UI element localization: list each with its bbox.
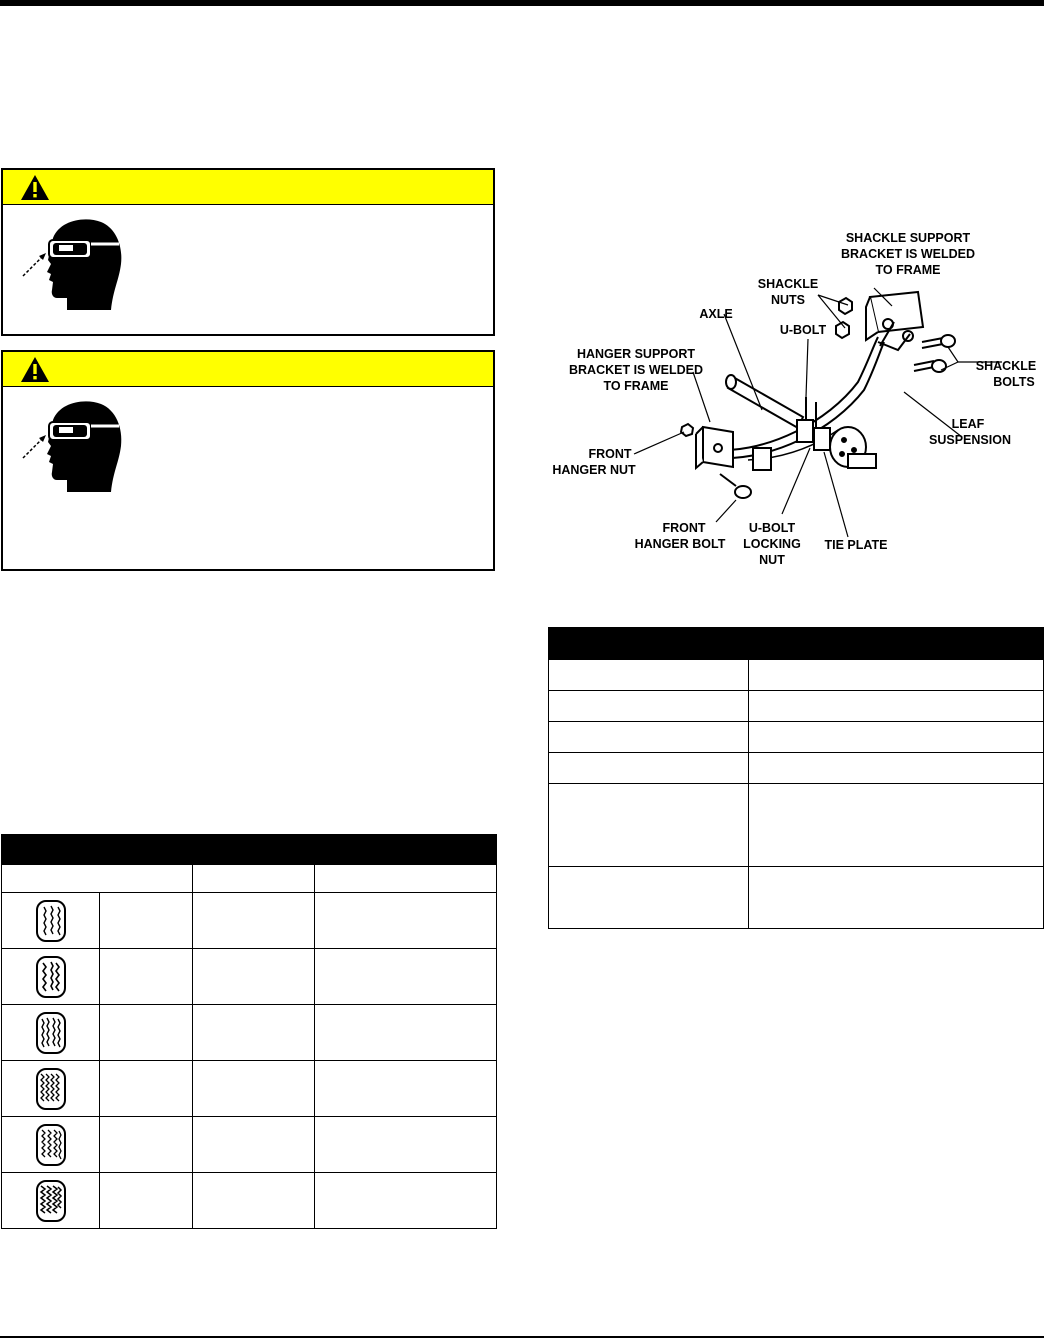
label-front-hanger-bolt-2: HANGER BOLT: [635, 537, 726, 551]
safety-goggles-icon: [22, 401, 122, 492]
warning-box-2: [1, 350, 495, 571]
torque-cell: [748, 690, 1044, 722]
torque-cell: [748, 783, 1044, 867]
torque-cell: [748, 752, 1044, 784]
label-front-hanger-nut-2: HANGER NUT: [552, 463, 636, 477]
label-leaf-suspension-2: SUSPENSION: [929, 433, 1011, 447]
tire-wear-cell: [1, 948, 100, 1005]
tire-wear-cell: [1, 1116, 100, 1173]
tread-wear-table: [1, 834, 497, 1229]
tread-cell: [192, 1172, 315, 1229]
tire-wear-cell: [1, 1060, 100, 1117]
tire-wear-icon: [35, 1123, 66, 1166]
label-shackle-nuts-1: SHACKLE: [758, 277, 818, 291]
warning-box-1: [1, 168, 495, 336]
torque-cell: [748, 659, 1044, 691]
tread-cell: [99, 1116, 193, 1173]
bottom-rule: [0, 1336, 1044, 1338]
label-shackle-nuts-2: NUTS: [771, 293, 805, 307]
tread-cell: [314, 1116, 497, 1173]
torque-cell: [548, 866, 749, 929]
torque-cell: [548, 690, 749, 722]
tread-cell: [192, 1060, 315, 1117]
tread-cell: [192, 892, 315, 949]
label-shackle-support-3: TO FRAME: [875, 263, 940, 277]
tread-row: [1, 1060, 497, 1117]
label-u-bolt-locking-nut-2: LOCKING: [743, 537, 801, 551]
tread-cell: [99, 948, 193, 1005]
safety-goggles-icon: [22, 219, 122, 310]
tire-wear-icon: [35, 955, 66, 998]
warning-band: [3, 352, 493, 387]
tire-wear-cell: [1, 1004, 100, 1061]
tread-cell: [99, 892, 193, 949]
label-hanger-support-3: TO FRAME: [603, 379, 668, 393]
tread-cell: [99, 1060, 193, 1117]
torque-cell: [548, 783, 749, 867]
warning-triangle-icon: [21, 175, 49, 200]
tread-row: [1, 1172, 497, 1229]
tire-wear-cell: [1, 1172, 100, 1229]
tread-header: [314, 864, 497, 893]
label-leaf-suspension-1: LEAF: [952, 417, 985, 431]
tread-cell: [314, 1172, 497, 1229]
torque-table-title: [548, 627, 1044, 660]
label-u-bolt-locking-nut-1: U-BOLT: [749, 521, 796, 535]
tread-cell: [192, 948, 315, 1005]
tread-cell: [192, 1004, 315, 1061]
tread-cell: [314, 1004, 497, 1061]
diagram-artwork: [679, 290, 956, 499]
tire-wear-icon: [35, 1179, 66, 1222]
torque-cell: [748, 721, 1044, 753]
label-hanger-support-1: HANGER SUPPORT: [577, 347, 695, 361]
tread-row: [1, 1004, 497, 1061]
label-u-bolt: U-BOLT: [780, 323, 827, 337]
tread-header: [192, 864, 315, 893]
tread-row: [1, 892, 497, 949]
label-shackle-support-1: SHACKLE SUPPORT: [846, 231, 971, 245]
diagram-labels: SHACKLE SUPPORT BRACKET IS WELDED TO FRA…: [552, 231, 1036, 567]
top-rule: [0, 0, 1044, 6]
warning-triangle-icon: [21, 357, 49, 382]
torque-cell: [548, 752, 749, 784]
tire-wear-icon: [35, 1011, 66, 1054]
tire-wear-icon: [35, 899, 66, 942]
torque-table: [548, 627, 1044, 929]
tread-table-title: [1, 834, 497, 865]
label-tie-plate: TIE PLATE: [825, 538, 888, 552]
tread-cell: [314, 892, 497, 949]
label-front-hanger-nut-1: FRONT: [588, 447, 631, 461]
warning-band: [3, 170, 493, 205]
tire-wear-cell: [1, 892, 100, 949]
tread-header: [1, 864, 193, 893]
tread-cell: [314, 948, 497, 1005]
label-shackle-bolts-2: BOLTS: [993, 375, 1034, 389]
label-hanger-support-2: BRACKET IS WELDED: [569, 363, 703, 377]
label-axle: AXLE: [699, 307, 732, 321]
tread-row: [1, 1116, 497, 1173]
tread-cell: [314, 1060, 497, 1117]
leaf-suspension-diagram: SHACKLE SUPPORT BRACKET IS WELDED TO FRA…: [552, 231, 1036, 567]
label-shackle-bolts-1: SHACKLE: [976, 359, 1036, 373]
tread-cell: [99, 1172, 193, 1229]
label-u-bolt-locking-nut-3: NUT: [759, 553, 785, 567]
tread-cell: [99, 1004, 193, 1061]
torque-cell: [548, 721, 749, 753]
diagram-leader-lines: [633, 287, 1002, 538]
torque-cell: [548, 659, 749, 691]
tread-row: [1, 948, 497, 1005]
torque-cell: [748, 866, 1044, 929]
label-shackle-support-2: BRACKET IS WELDED: [841, 247, 975, 261]
tire-wear-icon: [35, 1067, 66, 1110]
tread-cell: [192, 1116, 315, 1173]
label-front-hanger-bolt-1: FRONT: [662, 521, 705, 535]
